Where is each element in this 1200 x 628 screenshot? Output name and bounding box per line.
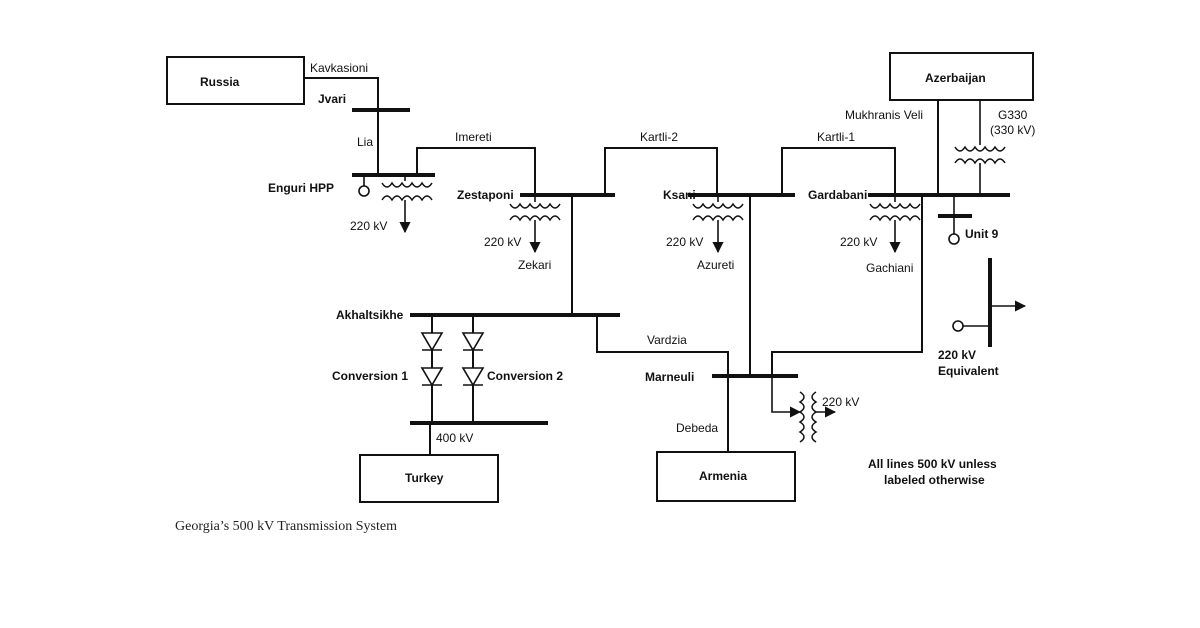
kartli2-label: Kartli-2 <box>640 130 678 144</box>
g330-kv-label: (330 kV) <box>990 123 1035 137</box>
ksani-kv-label: 220 kV <box>666 235 703 249</box>
marneuli-label: Marneuli <box>645 370 694 384</box>
transformer-icon <box>692 202 744 209</box>
enguri-kv-label: 220 kV <box>350 219 387 233</box>
russia-box: Russia <box>166 56 305 105</box>
note-line1: All lines 500 kV unless <box>868 457 997 471</box>
diode-icon <box>420 332 444 352</box>
equivalent-kv-label: 220 kV <box>938 348 976 362</box>
jvari-label: Jvari <box>318 92 346 106</box>
conversion2-label: Conversion 2 <box>487 369 563 383</box>
conversion1-label: Conversion 1 <box>332 369 408 383</box>
mukhranis-label: Mukhranis Veli <box>845 108 923 122</box>
zestaponi-kv-label: 220 kV <box>484 235 521 249</box>
gardabani-kv-label: 220 kV <box>840 235 877 249</box>
diode-icon <box>461 332 485 352</box>
lia-label: Lia <box>357 135 373 149</box>
turkey-box: Turkey <box>359 454 499 503</box>
transformer-icon <box>811 391 818 443</box>
generator-icon <box>952 320 964 332</box>
armenia-box: Armenia <box>656 451 796 502</box>
diode-icon <box>420 367 444 387</box>
g330-label: G330 <box>998 108 1028 122</box>
generator-icon <box>948 233 960 245</box>
kartli1-line <box>781 147 896 195</box>
equivalent-label: Equivalent <box>938 364 999 378</box>
enguri-label: Enguri HPP <box>268 181 334 195</box>
azureti-label: Azureti <box>697 258 734 272</box>
marneuli-load-arrow <box>771 376 802 418</box>
kavkasioni-label: Kavkasioni <box>310 61 368 75</box>
ksani-label: Ksani <box>663 188 696 202</box>
transformer-icon <box>798 391 805 443</box>
gardabani-marneuli-line <box>771 195 923 376</box>
turkey-label: Turkey <box>405 471 444 485</box>
transformer-icon <box>954 145 1006 152</box>
transformer-icon <box>692 215 744 222</box>
transformer-icon <box>381 195 433 202</box>
kv400-label: 400 kV <box>436 431 473 445</box>
debeda-label: Debeda <box>676 421 718 435</box>
kartli2-line <box>604 147 718 195</box>
transformer-icon <box>509 202 561 209</box>
diode-icon <box>461 367 485 387</box>
transformer-icon <box>954 158 1006 165</box>
kartli1-label: Kartli-1 <box>817 130 855 144</box>
transformer-icon <box>509 215 561 222</box>
azerbaijan-label: Azerbaijan <box>925 71 986 85</box>
transformer-icon <box>869 215 921 222</box>
russia-label: Russia <box>200 75 240 89</box>
zekari-label: Zekari <box>518 258 551 272</box>
imereti-label: Imereti <box>455 130 492 144</box>
akhaltsikhe-label: Akhaltsikhe <box>336 308 404 322</box>
unit9-label: Unit 9 <box>965 227 999 241</box>
vardzia-line <box>596 315 729 376</box>
vardzia-label: Vardzia <box>647 333 687 347</box>
transformer-icon <box>381 181 433 188</box>
imereti-line <box>416 147 536 195</box>
marneuli-kv-label: 220 kV <box>822 395 859 409</box>
armenia-label: Armenia <box>699 469 747 483</box>
azerbaijan-box: Azerbaijan <box>889 52 1034 101</box>
transformer-icon <box>869 202 921 209</box>
gachiani-label: Gachiani <box>866 261 913 275</box>
zestaponi-label: Zestaponi <box>457 188 514 202</box>
conversion-2: Conversion 2 <box>461 315 563 423</box>
generator-icon <box>358 185 370 197</box>
note-line2: labeled otherwise <box>884 473 985 487</box>
kavkasioni-line <box>304 77 379 175</box>
figure-caption: Georgia’s 500 kV Transmission System <box>175 519 397 534</box>
conversion-1: Conversion 1 <box>332 315 444 423</box>
gardabani-label: Gardabani <box>808 188 867 202</box>
